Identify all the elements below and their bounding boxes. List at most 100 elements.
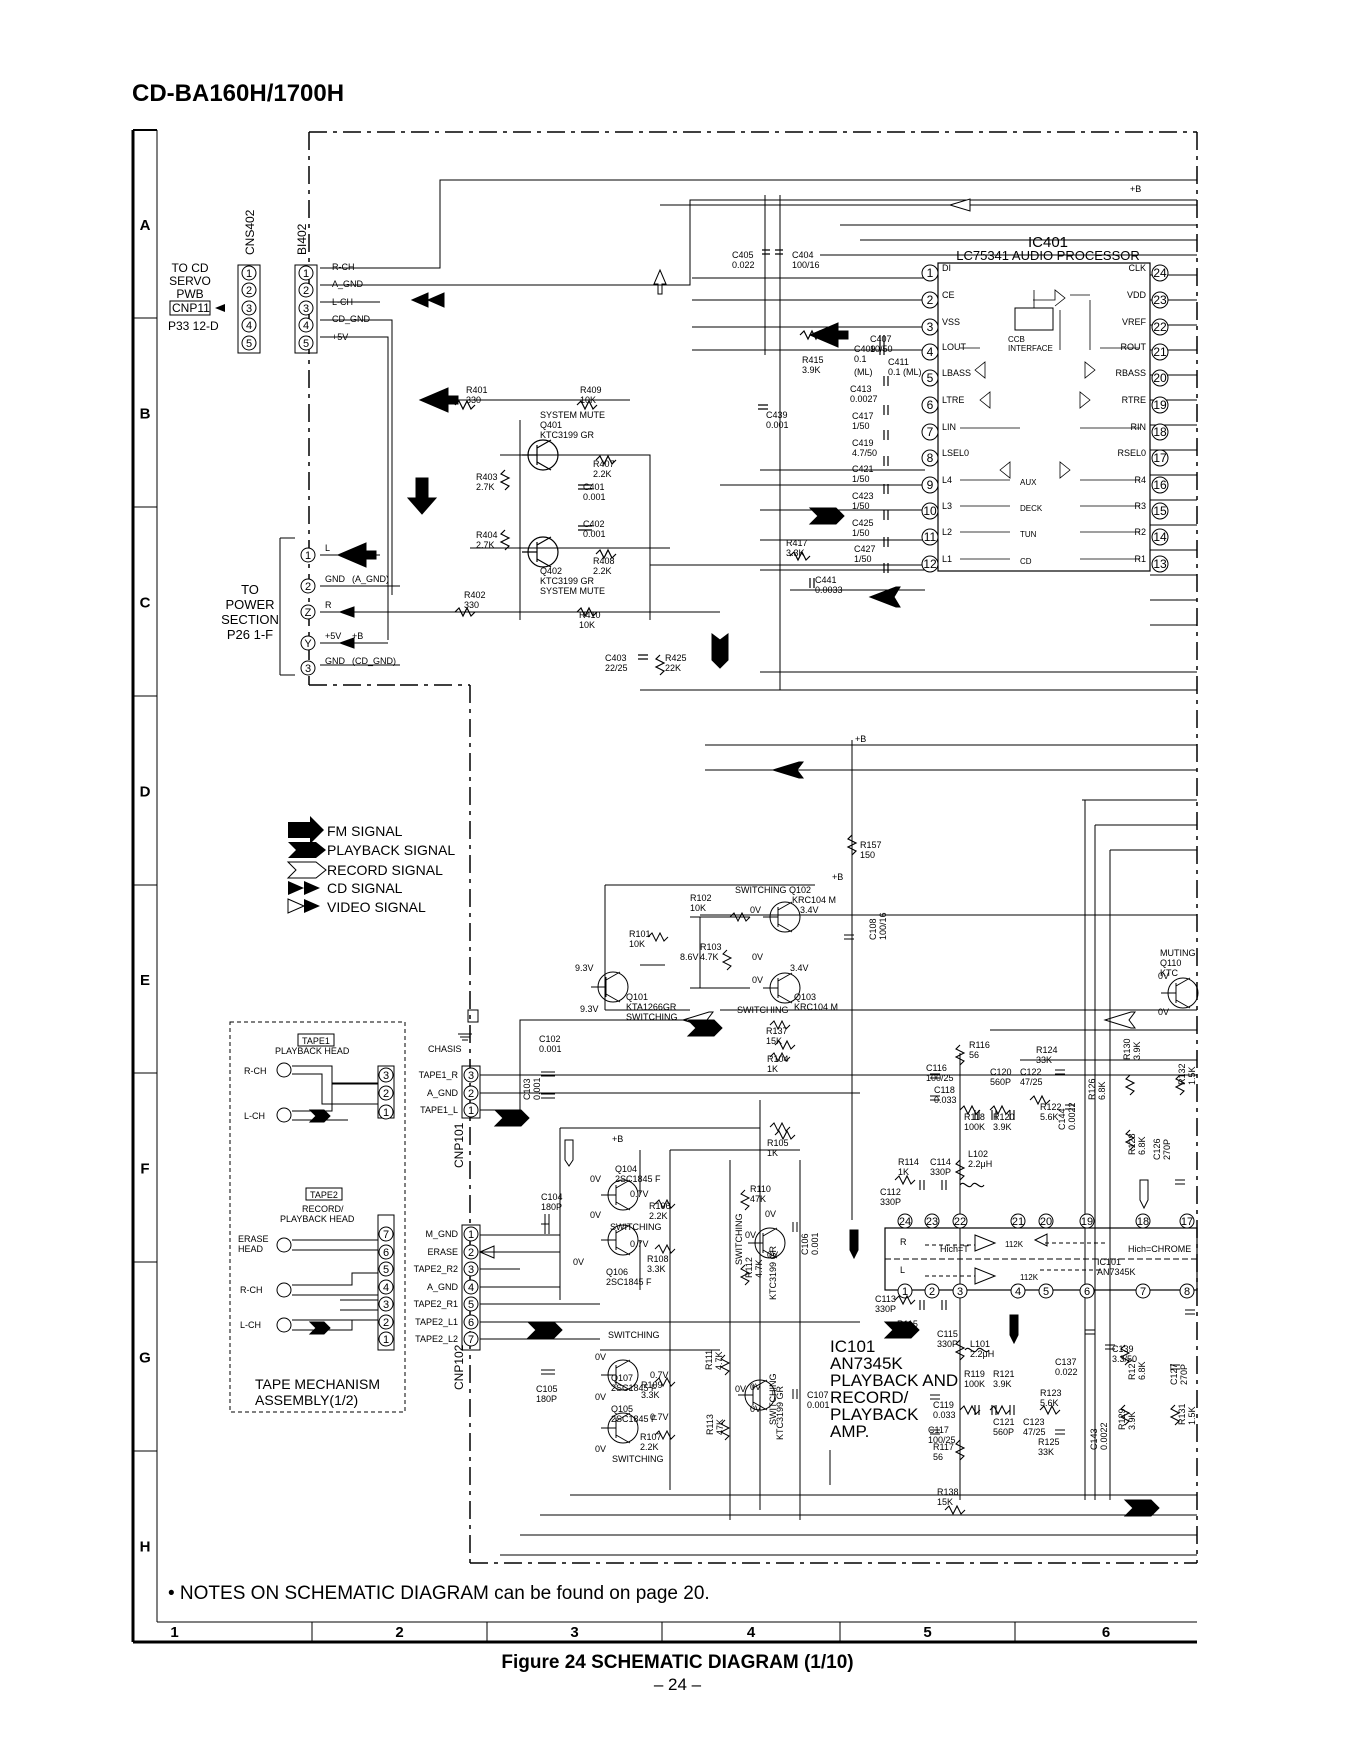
part-value: 180P bbox=[541, 1202, 562, 1212]
part-value: 5.6K bbox=[1040, 1112, 1059, 1122]
pin-number: 6 bbox=[383, 1247, 389, 1259]
pin-circle bbox=[298, 265, 314, 281]
pin-circle bbox=[1151, 555, 1169, 573]
pin-number: 17 bbox=[1181, 1216, 1193, 1228]
voltage-label: 0V bbox=[595, 1352, 606, 1362]
plus-b-label: +B bbox=[832, 872, 843, 882]
pin-number: 3 bbox=[957, 1286, 963, 1298]
video-signal-arrow bbox=[948, 198, 971, 212]
interface-label: INTERFACE bbox=[1008, 344, 1053, 353]
pin-circle bbox=[1135, 1213, 1151, 1229]
playback-signal-arrow bbox=[868, 586, 901, 608]
bracket bbox=[279, 537, 295, 676]
part-value: 47K bbox=[750, 1194, 766, 1204]
part-value: 4.7K bbox=[754, 1259, 764, 1278]
ic101-ref: IC101 bbox=[1097, 1257, 1121, 1267]
voltage-label: 0V bbox=[750, 1404, 761, 1414]
cnp101-pin-label: TAPE1_L bbox=[420, 1105, 458, 1115]
part-ref: L101 bbox=[970, 1339, 990, 1349]
part-ref: R108 bbox=[647, 1254, 669, 1264]
part-ref: C413 bbox=[850, 384, 872, 394]
cnp101-pins: 321 bbox=[463, 1067, 479, 1118]
part-ref: R130 bbox=[1122, 1038, 1132, 1060]
part-value: 330P bbox=[937, 1339, 958, 1349]
voltage-label: 0.7V bbox=[630, 1239, 649, 1249]
part-ref: C417 bbox=[852, 411, 874, 421]
part-value: 4.7K bbox=[700, 952, 719, 962]
voltage-label: 0V bbox=[750, 905, 761, 915]
part-value: 47/25 bbox=[1020, 1077, 1043, 1087]
voltage-label: 0V bbox=[750, 1382, 761, 1392]
part-ref: R128 bbox=[1127, 1133, 1137, 1155]
part-ref: R119 bbox=[964, 1369, 985, 1379]
part-value: 10/50 bbox=[870, 344, 893, 354]
part-ref: R112 bbox=[744, 1257, 754, 1278]
part-value: 6.8K bbox=[1137, 1361, 1147, 1380]
part-value: 5.6K bbox=[1040, 1398, 1059, 1408]
pin-number: 16 bbox=[1153, 478, 1167, 492]
q106-label: Q106 bbox=[606, 1267, 628, 1277]
pin-circle bbox=[1079, 1283, 1095, 1299]
pin-number: 5 bbox=[246, 338, 252, 350]
row-label: F bbox=[140, 1161, 149, 1178]
pin-circle bbox=[921, 476, 939, 494]
part-value: 1K bbox=[898, 1167, 909, 1177]
switching-label: SWITCHING bbox=[734, 1214, 744, 1266]
part-value: 1/50 bbox=[852, 528, 870, 538]
pin-number: 1 bbox=[383, 1334, 389, 1346]
pin-number: 5 bbox=[1043, 1286, 1049, 1298]
q401-line: SYSTEM MUTE bbox=[540, 410, 605, 420]
part-value: 22/25 bbox=[605, 663, 628, 673]
part-ref: R120 bbox=[993, 1112, 1015, 1122]
part-value: 2.2K bbox=[593, 469, 612, 479]
pin-number: 6 bbox=[1084, 1286, 1090, 1298]
part-ref: C104 bbox=[541, 1192, 563, 1202]
pin-circle bbox=[298, 317, 314, 333]
pin-number: 4 bbox=[246, 320, 252, 332]
playback-signal-arrow bbox=[849, 1229, 859, 1260]
ic401-left-pin-name: LTRE bbox=[942, 395, 964, 405]
part-ref: R114 bbox=[898, 1157, 919, 1167]
part-value: 3.3K bbox=[641, 1390, 660, 1400]
part-value: 10K bbox=[629, 939, 645, 949]
tape2-label: TAPE2 bbox=[310, 1190, 338, 1200]
part-ref: C419 bbox=[852, 438, 874, 448]
pin-circle bbox=[463, 1226, 479, 1242]
part-ref: R129 bbox=[1117, 1408, 1127, 1430]
record-signal-arrow bbox=[653, 268, 667, 295]
part-value: 150 bbox=[860, 850, 875, 860]
pin-number: Y bbox=[304, 638, 312, 650]
ic401-right-pin-name: RSEL0 bbox=[1117, 448, 1146, 458]
cns402-label: CNS402 bbox=[243, 209, 257, 255]
pin-circle bbox=[1151, 423, 1169, 441]
pin-number: 2 bbox=[303, 285, 309, 297]
top-parts: C4050.022C404100/16C40710/50C4090.1(ML)C… bbox=[464, 250, 922, 860]
plus-b-label: +B bbox=[855, 734, 866, 744]
pin-number: 3 bbox=[383, 1299, 389, 1311]
pin-number: 13 bbox=[1153, 557, 1167, 571]
voltage-label: 3.4V bbox=[800, 905, 819, 915]
pin-number: 10 bbox=[923, 504, 937, 518]
deck-label: DECK bbox=[1020, 504, 1043, 513]
voltage-label: 0V bbox=[745, 1230, 756, 1240]
part-ref: C425 bbox=[852, 518, 874, 528]
part-ref: R132 bbox=[1177, 1063, 1187, 1085]
part-value: 3.9K bbox=[1127, 1411, 1137, 1430]
part-ref: C405 bbox=[732, 250, 754, 260]
part-value: 100/25 bbox=[928, 1435, 956, 1445]
cd-servo-line: PWB bbox=[176, 287, 203, 301]
ic401-right-pin-name: ROUT bbox=[1121, 342, 1147, 352]
l-head-icon bbox=[276, 1317, 292, 1333]
pin-circle bbox=[921, 291, 939, 309]
part-value: 33K bbox=[1036, 1055, 1052, 1065]
part-ref: R137 bbox=[766, 1026, 788, 1036]
part-ref: R113 bbox=[705, 1414, 715, 1435]
power-pin-extra: +B bbox=[352, 631, 363, 641]
ic401-right-pins: 24CLK23VDD22VREF21ROUT20RBASS19RTRE18RIN… bbox=[1115, 263, 1169, 573]
pin-circle bbox=[921, 449, 939, 467]
